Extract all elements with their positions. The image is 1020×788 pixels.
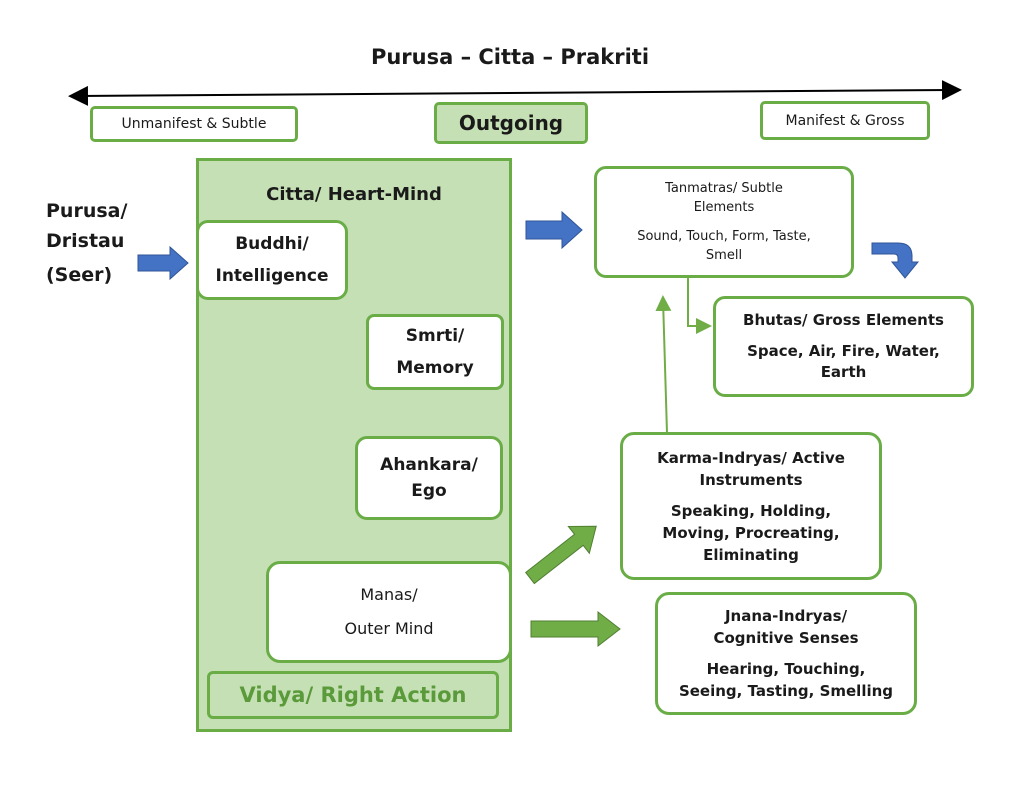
tanmatras-to-bhutas-arrow bbox=[871, 242, 920, 279]
citta-to-tanmatras-arrow bbox=[525, 210, 583, 250]
purusa-line2: Dristau bbox=[46, 230, 125, 252]
ahankara-box: Ahankara/ Ego bbox=[355, 436, 503, 520]
karma-title2: Instruments bbox=[699, 470, 803, 489]
tanmatras-body1: Sound, Touch, Form, Taste, bbox=[637, 229, 811, 244]
karma-body2: Moving, Procreating, bbox=[662, 523, 840, 542]
ahankara-line2: Ego bbox=[411, 481, 447, 501]
vidya-box: Vidya/ Right Action bbox=[207, 671, 499, 719]
karma-body1: Speaking, Holding, bbox=[670, 501, 832, 520]
purusa-line3: (Seer) bbox=[46, 264, 113, 286]
jnana-title2: Cognitive Senses bbox=[713, 629, 859, 647]
jnana-body2: Seeing, Tasting, Smelling bbox=[678, 682, 894, 700]
karma-indryas-box: Karma-Indryas/ Active Instruments Speaki… bbox=[620, 432, 882, 580]
page-title: Purusa – Citta – Prakriti bbox=[370, 45, 650, 69]
smrti-line2: Memory bbox=[396, 358, 474, 378]
citta-title: Citta/ Heart-Mind bbox=[266, 184, 442, 205]
tanmatras-title1: Tanmatras/ Subtle bbox=[665, 181, 783, 196]
tanmatras-body2: Smell bbox=[705, 248, 743, 263]
karma-to-tanmatras-connector bbox=[655, 295, 672, 434]
buddhi-box: Buddhi/ Intelligence bbox=[196, 220, 348, 300]
outgoing-label: Outgoing bbox=[434, 102, 588, 144]
bhutas-body2: Earth bbox=[820, 363, 867, 381]
manas-to-karma-arrow bbox=[524, 525, 597, 585]
manas-line2: Outer Mind bbox=[344, 619, 434, 638]
manas-box: Manas/ Outer Mind bbox=[266, 561, 512, 663]
manas-line1: Manas/ bbox=[360, 585, 418, 604]
buddhi-line2: Intelligence bbox=[215, 266, 329, 286]
bhutas-title: Bhutas/ Gross Elements bbox=[743, 311, 944, 329]
smrti-box: Smrti/ Memory bbox=[366, 314, 504, 390]
karma-body3: Eliminating bbox=[703, 545, 799, 564]
jnana-title1: Jnana-Indryas/ bbox=[724, 607, 848, 625]
buddhi-line1: Buddhi/ bbox=[235, 234, 309, 254]
purusa-label: Purusa/ Dristau (Seer) bbox=[46, 196, 166, 290]
jnana-indryas-box: Jnana-Indryas/ Cognitive Senses Hearing,… bbox=[655, 592, 917, 715]
jnana-body1: Hearing, Touching, bbox=[706, 660, 866, 678]
manifest-gross-label: Manifest & Gross bbox=[760, 101, 930, 140]
tanmatras-box: Tanmatras/ Subtle Elements Sound, Touch,… bbox=[594, 166, 854, 278]
manas-to-jnana-arrow bbox=[530, 610, 621, 648]
purusa-to-buddhi-arrow bbox=[137, 245, 189, 281]
tanmatras-title2: Elements bbox=[693, 200, 755, 215]
bhutas-body1: Space, Air, Fire, Water, bbox=[747, 342, 940, 360]
unmanifest-subtle-label: Unmanifest & Subtle bbox=[90, 106, 298, 142]
smrti-line1: Smrti/ bbox=[405, 326, 465, 346]
ahankara-line1: Ahankara/ bbox=[380, 455, 478, 475]
bhutas-box: Bhutas/ Gross Elements Space, Air, Fire,… bbox=[713, 296, 974, 397]
title-double-arrow bbox=[68, 80, 962, 106]
karma-title1: Karma-Indryas/ Active bbox=[657, 448, 845, 467]
tanmatras-bhutas-connector bbox=[687, 278, 712, 334]
purusa-line1: Purusa/ bbox=[46, 200, 128, 222]
